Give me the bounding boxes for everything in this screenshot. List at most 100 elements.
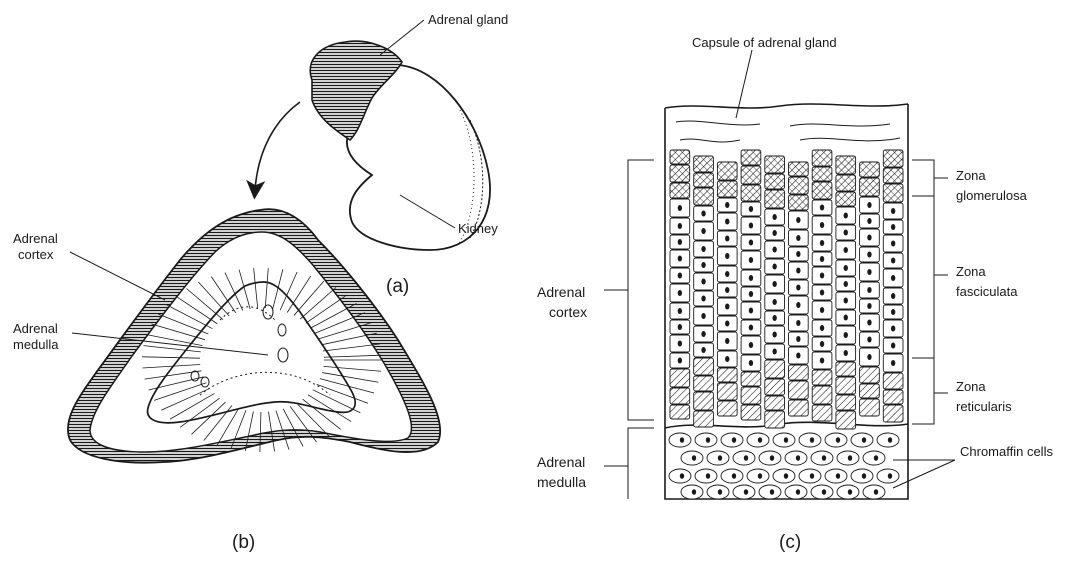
cell-nucleus [844, 247, 848, 253]
cortex-cell [717, 401, 737, 416]
cell-nucleus [820, 222, 824, 228]
cortex-cell [741, 405, 761, 420]
cell-nucleus [820, 240, 824, 246]
cell-nucleus [725, 287, 729, 293]
cell-nucleus [891, 360, 895, 366]
cell-nucleus [848, 455, 852, 461]
cell-nucleus [820, 273, 824, 279]
cell-nucleus [772, 299, 776, 305]
cortex-cell [765, 379, 785, 395]
cell-nucleus [844, 298, 848, 304]
cortex-cell [694, 358, 714, 375]
cell-nucleus [706, 473, 710, 479]
cell-nucleus [867, 252, 871, 258]
cell-nucleus [701, 331, 705, 337]
cell-nucleus [725, 219, 729, 225]
cortex-cell [670, 183, 690, 198]
cell-nucleus [706, 437, 710, 443]
cortex-cell [883, 168, 903, 183]
cell-nucleus [678, 341, 682, 347]
label-zona-reticularis-line1: Zona [956, 379, 986, 394]
cell-nucleus [796, 251, 800, 257]
cell-nucleus [692, 489, 696, 495]
cell-nucleus [891, 241, 895, 247]
label-adrenal-cortex-b-line1: Adrenal [13, 231, 58, 246]
cortex-cell [836, 377, 856, 394]
cell-nucleus [744, 489, 748, 495]
label-adrenal-medulla-b-line1: Adrenal [13, 321, 58, 336]
cortex-cell [789, 381, 809, 399]
panel-c-illustration [604, 50, 955, 499]
cortex-cell [717, 368, 737, 382]
cortex-cell [812, 182, 832, 199]
cell-nucleus [836, 473, 840, 479]
cell-nucleus [718, 455, 722, 461]
cortex-cell [789, 162, 809, 176]
cell-nucleus [749, 223, 753, 229]
cell-nucleus [725, 304, 729, 310]
cell-nucleus [749, 291, 753, 297]
cortex-cell [741, 387, 761, 404]
capsule-top-edge [665, 104, 908, 108]
cortex-cell [694, 188, 714, 205]
cortex-cell [883, 405, 903, 422]
cell-nucleus [820, 307, 824, 313]
cell-nucleus [822, 455, 826, 461]
cortex-cell [765, 396, 785, 410]
cell-nucleus [678, 290, 682, 296]
cell-nucleus [718, 489, 722, 495]
cortex-cell [836, 362, 856, 376]
cell-nucleus [891, 258, 895, 264]
cell-nucleus [725, 236, 729, 242]
cell-nucleus [836, 437, 840, 443]
bracket-adrenal-medulla [628, 428, 654, 499]
cell-nucleus [862, 473, 866, 479]
cell-nucleus [772, 332, 776, 338]
cell-nucleus [725, 321, 729, 327]
cell-nucleus [891, 208, 895, 214]
cortex-cell [789, 400, 809, 416]
cell-nucleus [772, 315, 776, 321]
cell-nucleus [758, 437, 762, 443]
cell-nucleus [867, 320, 871, 326]
cell-nucleus [701, 296, 705, 302]
cortex-cell [812, 386, 832, 404]
cell-nucleus [772, 281, 776, 287]
cortex-cell [812, 150, 832, 166]
cortex-cell [860, 162, 880, 177]
label-capsule: Capsule of adrenal gland [692, 35, 837, 50]
cell-nucleus [680, 473, 684, 479]
cell-nucleus [820, 205, 824, 211]
cell-nucleus [867, 218, 871, 224]
cortex-cell [765, 190, 785, 208]
cell-nucleus [891, 326, 895, 332]
bracket-zona-glomerulosa [912, 160, 934, 196]
label-zona-glomerulosa-line1: Zona [956, 168, 986, 183]
cell-nucleus [888, 437, 892, 443]
cell-nucleus [810, 437, 814, 443]
cortex-cell [694, 411, 714, 427]
cortex-cell [694, 173, 714, 187]
cell-nucleus [701, 262, 705, 268]
cell-nucleus [820, 325, 824, 331]
bracket-adrenal-cortex [628, 160, 654, 420]
cell-nucleus [770, 455, 774, 461]
label-kidney: Kidney [458, 221, 498, 236]
cell-nucleus [678, 273, 682, 279]
cell-nucleus [820, 341, 824, 347]
cell-nucleus [867, 354, 871, 360]
cortex-cell [836, 395, 856, 410]
panel-b-illustration [68, 209, 440, 463]
cortex-cell [789, 365, 809, 380]
cell-nucleus [796, 235, 800, 241]
cortex-cell [694, 156, 714, 172]
cortex-cell [741, 150, 761, 165]
cortex-cell [741, 185, 761, 201]
cell-nucleus [725, 338, 729, 344]
label-adrenal-gland-a: Adrenal gland [428, 12, 508, 27]
cortex-cell [860, 399, 880, 416]
cell-nucleus [891, 343, 895, 349]
cortex-cell [717, 181, 737, 197]
cell-nucleus [874, 455, 878, 461]
